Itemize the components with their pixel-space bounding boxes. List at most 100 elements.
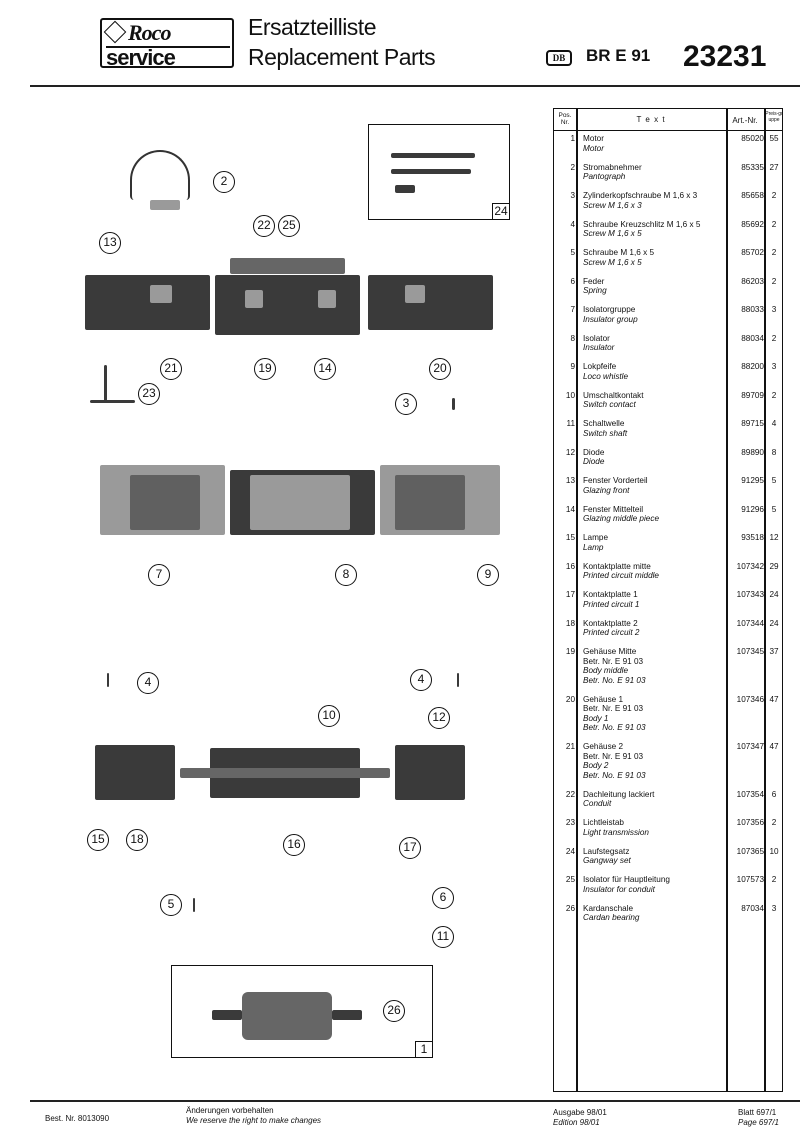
article-number: 107345: [736, 647, 764, 656]
description-de: Schraube M 1,6 x 5: [583, 248, 654, 257]
price-group: 27: [769, 162, 779, 172]
model-name: BR E 91: [586, 46, 651, 65]
price-group: 5: [771, 476, 777, 485]
callout-15: 15: [87, 829, 109, 851]
pos-number: 12: [565, 447, 575, 457]
description-de: Fenster Vorderteil: [583, 476, 648, 485]
description-de: Isolator für Hauptleitung: [583, 875, 670, 884]
description-de: Stromabnehmer: [583, 162, 642, 172]
pos-number: 20: [565, 694, 575, 704]
pos-number: 10: [565, 390, 575, 400]
callout-21: 21: [160, 358, 182, 380]
description-en: Switch contact: [583, 400, 636, 410]
description-de: Lichtleistab: [583, 818, 624, 827]
pos-number: 22: [565, 789, 575, 799]
header-text: T e x t: [636, 115, 666, 124]
gangway-set-box: 24: [368, 124, 510, 220]
description-en: Betr. No. E 91 03: [583, 723, 646, 733]
article-number: 89715: [741, 419, 764, 428]
logo-service: service: [106, 46, 230, 69]
header-price-group: Preis-gruppe: [765, 111, 783, 123]
description-de: Gehäuse Mitte: [583, 647, 637, 656]
callout-5: 5: [160, 894, 182, 916]
callout-18: 18: [126, 829, 148, 851]
price-group: 6: [771, 789, 777, 799]
price-group: 2: [771, 390, 777, 400]
price-group: 2: [771, 219, 777, 229]
exploded-diagram: 24 1 2 22 25 13 21 19 14 20 23 3 7 8 9 4…: [85, 124, 510, 1058]
description-en: Spring: [583, 286, 607, 296]
article-number: 85692: [741, 219, 764, 229]
description-de: Isolatorgruppe: [583, 305, 636, 314]
description-de: Schraube Kreuzschlitz M 1,6 x 5: [583, 219, 701, 229]
callout-14: 14: [314, 358, 336, 380]
description-de: Betr. Nr. E 91 03: [583, 751, 644, 761]
pos-number: 1: [570, 134, 575, 143]
callout-4: 4: [137, 672, 159, 694]
callout-12: 12: [428, 707, 450, 729]
article-number: 107343: [736, 590, 764, 599]
callout-25: 25: [278, 215, 300, 237]
description-en: Switch shaft: [583, 428, 628, 438]
callout-4: 4: [410, 669, 432, 691]
description-en: Body 2: [583, 761, 609, 771]
price-group: 37: [769, 647, 779, 656]
description-en: Motor: [583, 143, 604, 153]
price-group: 5: [771, 504, 777, 514]
title-english: Replacement Parts: [248, 44, 436, 70]
sheet-de: Blatt 697/1: [738, 1108, 777, 1117]
changes-de: Änderungen vorbehalten: [186, 1106, 274, 1115]
price-group: 3: [771, 362, 777, 371]
pos-number: 6: [570, 276, 575, 286]
changes-en: We reserve the right to make changes: [186, 1116, 322, 1125]
article-number: 91296: [741, 504, 764, 514]
title-german: Ersatzteilliste: [248, 14, 376, 40]
description-en: Glazing front: [583, 485, 630, 495]
description-de: Gehäuse 2: [583, 742, 624, 751]
description-de: Kontaktplatte 2: [583, 618, 638, 628]
description-en: Glazing middle piece: [583, 514, 660, 524]
article-number: 89890: [741, 447, 764, 457]
description-en: Printed circuit 2: [583, 628, 640, 638]
pos-number: 2: [570, 162, 575, 172]
description-de: Motor: [583, 134, 604, 143]
price-group: 2: [771, 333, 777, 343]
description-en: Conduit: [583, 799, 612, 809]
callout-9: 9: [477, 564, 499, 586]
callout-11: 11: [432, 926, 454, 948]
pos-number: 21: [565, 742, 575, 751]
pos-number: 15: [565, 533, 575, 542]
price-group: 2: [771, 248, 777, 257]
article-number: 88034: [741, 333, 764, 343]
description-en: Light transmission: [583, 827, 649, 837]
description-en: Loco whistle: [583, 371, 629, 381]
callout-10: 10: [318, 705, 340, 727]
db-logo: DB: [546, 50, 572, 66]
callout-3: 3: [395, 393, 417, 415]
callout-2: 2: [213, 171, 235, 193]
description-en: Screw M 1,6 x 3: [583, 200, 642, 210]
box-label: 24: [492, 203, 510, 220]
description-en: Diode: [583, 457, 605, 467]
callout-7: 7: [148, 564, 170, 586]
article-number: 91295: [741, 476, 764, 485]
callout-20: 20: [429, 358, 451, 380]
pos-number: 11: [566, 419, 576, 428]
description-en: Body 1: [583, 713, 609, 723]
description-de: Gehäuse 1: [583, 694, 624, 704]
article-number: 107354: [736, 789, 764, 799]
pos-number: 19: [565, 647, 575, 656]
edition-de: Ausgabe 98/01: [553, 1108, 607, 1117]
pos-number: 17: [565, 590, 575, 599]
